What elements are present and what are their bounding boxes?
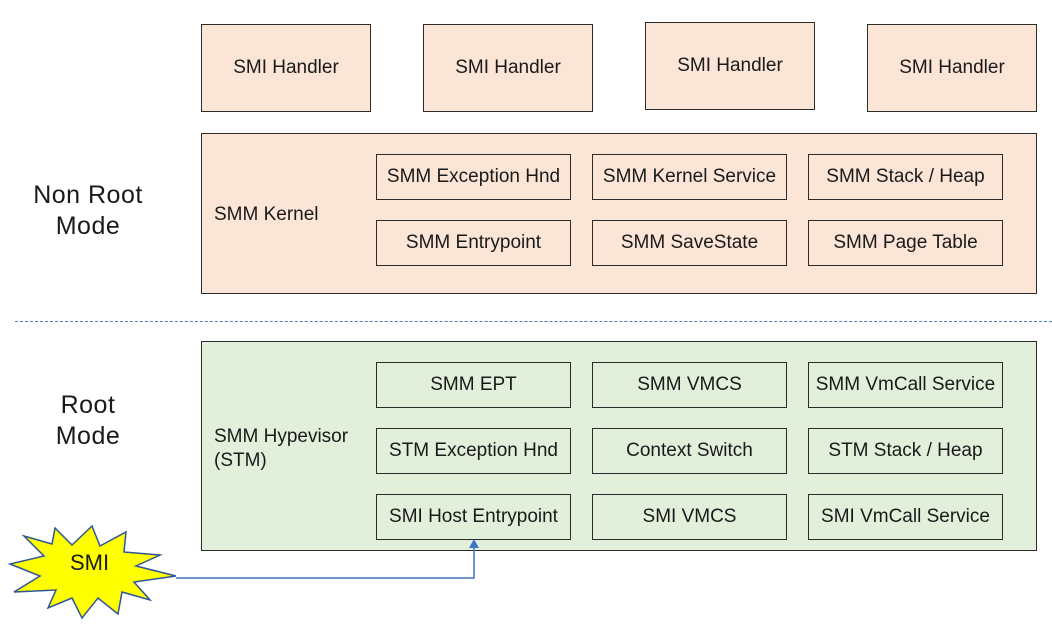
root-mode-line1: Root <box>60 391 116 419</box>
smi-arrow <box>176 546 475 579</box>
smm-hypervisor-label-line1: SMM Hypevisor <box>214 426 349 447</box>
smi-label: SMI <box>70 550 110 575</box>
hypervisor-item-label: Context Switch <box>626 440 753 461</box>
smi-handler-box: SMI Handler <box>423 24 593 112</box>
kernel-item: SMM Entrypoint <box>376 220 571 266</box>
non-root-mode-line1: Non Root <box>33 181 143 209</box>
hypervisor-item-label: SMM VmCall Service <box>815 374 996 395</box>
root-mode-label: Root Mode <box>8 390 168 452</box>
mode-divider <box>15 321 1052 322</box>
root-mode-line2: Mode <box>55 422 121 450</box>
hypervisor-item: SMM EPT <box>376 362 571 408</box>
smi-handler-label: SMI Handler <box>899 57 1005 78</box>
kernel-item-label: SMM Stack / Heap <box>826 166 985 187</box>
hypervisor-item-label: SMM EPT <box>430 374 517 395</box>
kernel-item: SMM Page Table <box>808 220 1003 266</box>
smm-kernel-label: SMM Kernel <box>214 204 319 225</box>
kernel-item-label: SMM Entrypoint <box>405 232 542 253</box>
kernel-item: SMM Exception Hnd <box>376 154 571 200</box>
smi-handler-label: SMI Handler <box>455 57 561 78</box>
hypervisor-item: Context Switch <box>592 428 787 474</box>
kernel-item-label: SMM SaveState <box>620 232 759 253</box>
smm-hypervisor-label: SMM Hypevisor (STM) <box>214 425 348 473</box>
hypervisor-item: SMI Host Entrypoint <box>376 494 571 540</box>
smm-hypervisor-label-line2: (STM) <box>214 450 267 471</box>
smi-handler-label: SMI Handler <box>233 57 339 78</box>
hypervisor-item-label: SMI VMCS <box>642 506 737 527</box>
kernel-item-label: SMM Kernel Service <box>602 166 777 187</box>
hypervisor-item-label: SMI VmCall Service <box>821 506 990 527</box>
smi-handler-label: SMI Handler <box>677 55 783 76</box>
kernel-item-label: SMM Exception Hnd <box>386 166 561 187</box>
kernel-item: SMM Stack / Heap <box>808 154 1003 200</box>
non-root-mode-label: Non Root Mode <box>8 180 168 242</box>
hypervisor-item: SMM VmCall Service <box>808 362 1003 408</box>
kernel-item-label: SMM Page Table <box>833 232 978 253</box>
hypervisor-item-label: SMM VMCS <box>637 374 742 395</box>
non-root-mode-line2: Mode <box>55 212 121 240</box>
hypervisor-item: SMI VmCall Service <box>808 494 1003 540</box>
smi-arrow-head-icon <box>469 539 479 548</box>
smi-handler-box: SMI Handler <box>201 24 371 112</box>
smi-handler-box: SMI Handler <box>645 22 815 110</box>
hypervisor-item: SMI VMCS <box>592 494 787 540</box>
hypervisor-item-label: STM Exception Hnd <box>389 440 558 461</box>
hypervisor-item: STM Stack / Heap <box>808 428 1003 474</box>
hypervisor-item-label: SMI Host Entrypoint <box>389 506 558 527</box>
kernel-item: SMM SaveState <box>592 220 787 266</box>
smi-burst-icon <box>7 524 177 620</box>
hypervisor-item-label: STM Stack / Heap <box>828 440 983 461</box>
hypervisor-item: SMM VMCS <box>592 362 787 408</box>
smi-handler-box: SMI Handler <box>867 24 1037 112</box>
hypervisor-item: STM Exception Hnd <box>376 428 571 474</box>
kernel-item: SMM Kernel Service <box>592 154 787 200</box>
